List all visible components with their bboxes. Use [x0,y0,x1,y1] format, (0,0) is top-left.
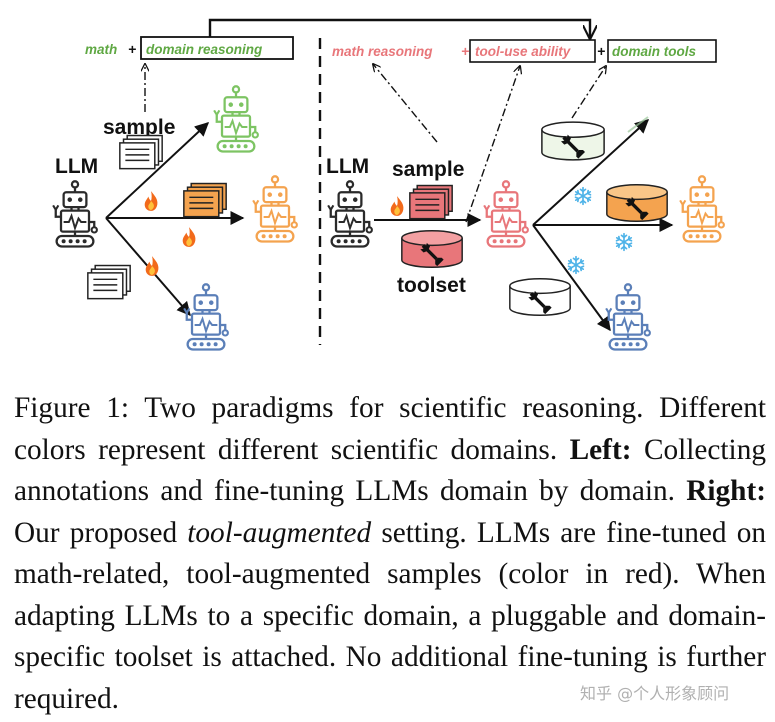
left-llm-label: LLM [55,155,98,178]
left-sample-label: sample [103,116,175,139]
toolset-label: toolset [397,274,466,297]
domain-tools-label: domain tools [612,44,696,59]
red-docs-icon [409,184,453,220]
caption-left-label: Left: [569,433,632,466]
right-plus-2: + [597,43,605,59]
figure-diagram: math + domain reasoning sample LLM math … [51,18,726,351]
orange-toolset-icon [606,183,668,223]
orange-docs-icon [183,182,227,218]
arrow [465,66,520,223]
arrow [571,66,606,119]
caption-intro: Two paradigms for scientific reasoning. … [14,392,767,466]
blue-toolset-icon [509,277,571,317]
snowflake-icon [574,186,592,206]
figure-label: Figure 1: [14,392,129,424]
domain-reasoning-box [140,36,294,60]
domain-tools-box [607,39,717,63]
connector-bracket [208,18,590,38]
tool-use-label: tool-use ability [475,44,572,59]
red-robot-icon [482,180,530,248]
caption-right-italic: tool-augmented [187,516,372,549]
arrow [532,224,611,332]
figure-caption: Figure 1: Two paradigms for scientific r… [14,388,766,720]
blue-robot-right-icon [604,283,652,351]
faded-arrow-segment [627,116,649,133]
fire-icon [145,256,159,276]
right-llm-robot-icon [326,180,374,248]
blue-docs-icon [87,264,131,300]
right-sample-label: sample [392,158,464,181]
orange-robot-right-icon [678,175,726,243]
left-llm-robot-icon [51,180,99,248]
snowflake-icon [615,232,633,252]
left-math-label: math [85,42,117,57]
domain-reasoning-label: domain reasoning [146,42,263,57]
math-reasoning-label: math reasoning [332,44,433,59]
fire-icon [390,196,404,216]
right-llm-label: LLM [326,155,369,178]
arrow [373,64,438,143]
orange-robot-icon [251,175,299,243]
green-robot-icon [212,85,260,153]
arrow [532,119,650,226]
left-plus: + [128,41,136,57]
blue-robot-icon [182,283,230,351]
fire-icon [182,227,196,247]
fire-icon [144,191,158,211]
snowflake-icon [567,255,585,275]
caption-left-text: Collecting annotations and fine-tuning L… [14,433,766,508]
green-toolset-icon [541,121,605,161]
green-docs-icon [119,134,163,170]
caption-right-label: Right: [686,475,766,507]
caption-right-text-2: setting. LLMs are fine-tuned on math-rel… [14,516,767,715]
right-plus-1: + [461,43,469,59]
toolset-cylinder-icon [401,229,463,269]
tool-use-box [469,39,596,63]
caption-right-text-1: Our proposed [14,516,178,549]
arrow [105,122,210,219]
watermark: 知乎 @个人形象顾问 [580,680,730,704]
